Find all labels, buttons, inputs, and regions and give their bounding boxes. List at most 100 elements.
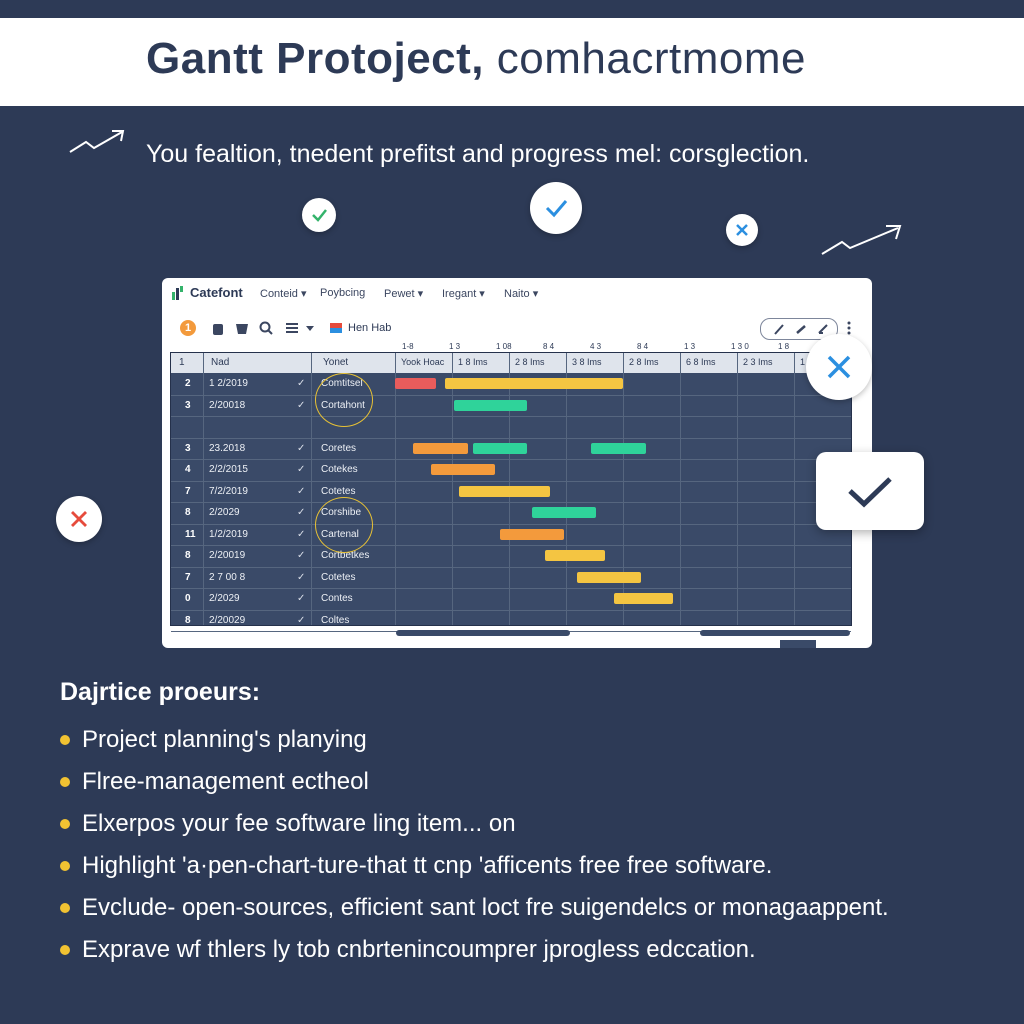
gantt-task-bar[interactable] <box>454 399 528 411</box>
gantt-task-bar[interactable] <box>472 442 528 454</box>
grid-row-line <box>171 459 851 460</box>
row-resource: Coltes <box>321 614 350 626</box>
gantt-task-bar[interactable] <box>545 550 605 561</box>
row-check-icon: ✓ <box>297 528 306 540</box>
row-date: 2 7 00 8 <box>209 571 246 583</box>
grid-column-line <box>794 353 795 625</box>
row-date: 2/2029 <box>209 593 240 604</box>
check-icon <box>302 198 336 232</box>
title-bar <box>0 18 1024 106</box>
grid-column-line <box>395 353 396 625</box>
list-icon[interactable] <box>284 320 300 336</box>
horizontal-scrollbar[interactable] <box>700 630 850 636</box>
gantt-task-bar[interactable] <box>395 378 437 389</box>
menu-item[interactable]: Naito ▾ <box>504 288 539 300</box>
row-number: 8 <box>185 614 191 626</box>
close-icon <box>56 496 102 542</box>
timeline-tick: 1 8 <box>778 342 790 351</box>
resize-handle[interactable] <box>780 640 816 648</box>
close-icon <box>806 334 872 400</box>
bullet-dot-icon <box>60 735 70 745</box>
gantt-app-window: Catefont Conteid ▾ Poybcing Pewet ▾ Ireg… <box>162 278 872 648</box>
row-resource: Contes <box>321 593 353 604</box>
gantt-task-bar[interactable] <box>431 464 496 475</box>
row-number: 2 <box>185 378 191 389</box>
menu-item[interactable]: Conteid ▾ <box>260 288 307 300</box>
row-resource: Cotetes <box>321 571 356 583</box>
row-date: 2/2/2015 <box>209 464 248 475</box>
list-item-text: Elxerpos your fee software ling item... … <box>82 810 516 837</box>
row-number: 0 <box>185 593 191 604</box>
pen-icon[interactable] <box>773 323 785 335</box>
grid-row-line <box>171 588 851 589</box>
grid-row-line <box>171 523 851 525</box>
task-badge[interactable]: 1 <box>180 320 196 336</box>
subtitle: You fealtion, tnedent prefitst and progr… <box>146 140 810 168</box>
gantt-task-bar[interactable] <box>499 528 564 540</box>
more-vertical-icon[interactable] <box>846 320 852 336</box>
chevron-down-icon[interactable] <box>304 320 320 336</box>
timeline-tick: 4 3 <box>590 342 602 351</box>
logo-icon <box>172 286 183 300</box>
grid-row-line <box>171 394 851 396</box>
horizontal-scrollbar[interactable] <box>396 630 570 636</box>
menu-item[interactable]: Pewet ▾ <box>384 288 424 300</box>
grid-row-line <box>171 416 851 417</box>
grid-row-line <box>171 545 851 546</box>
tag-icon[interactable] <box>234 320 250 336</box>
menu-item[interactable]: Iregant ▾ <box>442 288 485 300</box>
row-resource: Cotekes <box>321 464 358 475</box>
row-check-icon: ✓ <box>297 614 306 626</box>
timeline-column-header: 2 3 Ims <box>743 357 773 367</box>
row-check-icon: ✓ <box>297 464 306 475</box>
row-number: 8 <box>185 550 191 561</box>
row-date: 7/2/2019 <box>209 485 248 497</box>
row-check-icon: ✓ <box>297 507 306 518</box>
row-check-icon: ✓ <box>297 378 306 389</box>
grid-row-line <box>171 566 851 568</box>
grid-left-header <box>171 353 395 373</box>
bullet-dot-icon <box>60 903 70 913</box>
edit-icon[interactable] <box>817 323 829 335</box>
row-check-icon: ✓ <box>297 571 306 583</box>
search-icon[interactable] <box>258 320 274 336</box>
name-column-header: Nad <box>211 357 230 368</box>
gantt-task-bar[interactable] <box>458 485 551 497</box>
table-row[interactable]: 7 2 7 00 8 ✓ Cotetes <box>171 567 395 589</box>
grid-column-line <box>203 353 204 625</box>
grid-row-line <box>171 437 851 439</box>
grid-column-line <box>452 353 453 625</box>
brush-icon[interactable] <box>795 323 807 335</box>
row-resource: Coretes <box>321 442 357 454</box>
menu-item[interactable]: Poybcing <box>320 287 366 299</box>
page-title-rest: comhacrtmome <box>484 34 806 83</box>
hand-icon[interactable] <box>210 320 226 336</box>
row-number: 11 <box>185 528 196 540</box>
gantt-task-bar[interactable] <box>577 571 642 583</box>
row-check-icon: ✓ <box>297 399 306 411</box>
gantt-task-bar[interactable] <box>613 593 674 604</box>
flag-icon[interactable] <box>328 320 344 336</box>
gantt-task-bar[interactable] <box>413 442 468 454</box>
row-number: 7 <box>185 571 191 583</box>
row-resource: Cotetes <box>321 485 356 497</box>
list-item-text: Exprave wf thlers ly tob cnbrtenincoumpr… <box>82 936 756 963</box>
gantt-task-bar[interactable] <box>591 442 646 454</box>
bullet-dot-icon <box>60 777 70 787</box>
bullet-dot-icon <box>60 945 70 955</box>
timeline-column-header: 1 8 Ims <box>458 357 488 367</box>
grid-row-line <box>171 609 851 611</box>
gantt-task-bar[interactable] <box>531 507 596 518</box>
timeline-column-header: 2 8 Ims <box>515 357 545 367</box>
gantt-task-bar[interactable] <box>445 378 623 389</box>
bullet-dot-icon <box>60 819 70 829</box>
grid-column-line <box>623 353 624 625</box>
row-check-icon: ✓ <box>297 442 306 454</box>
row-date: 1/2/2019 <box>209 528 248 540</box>
